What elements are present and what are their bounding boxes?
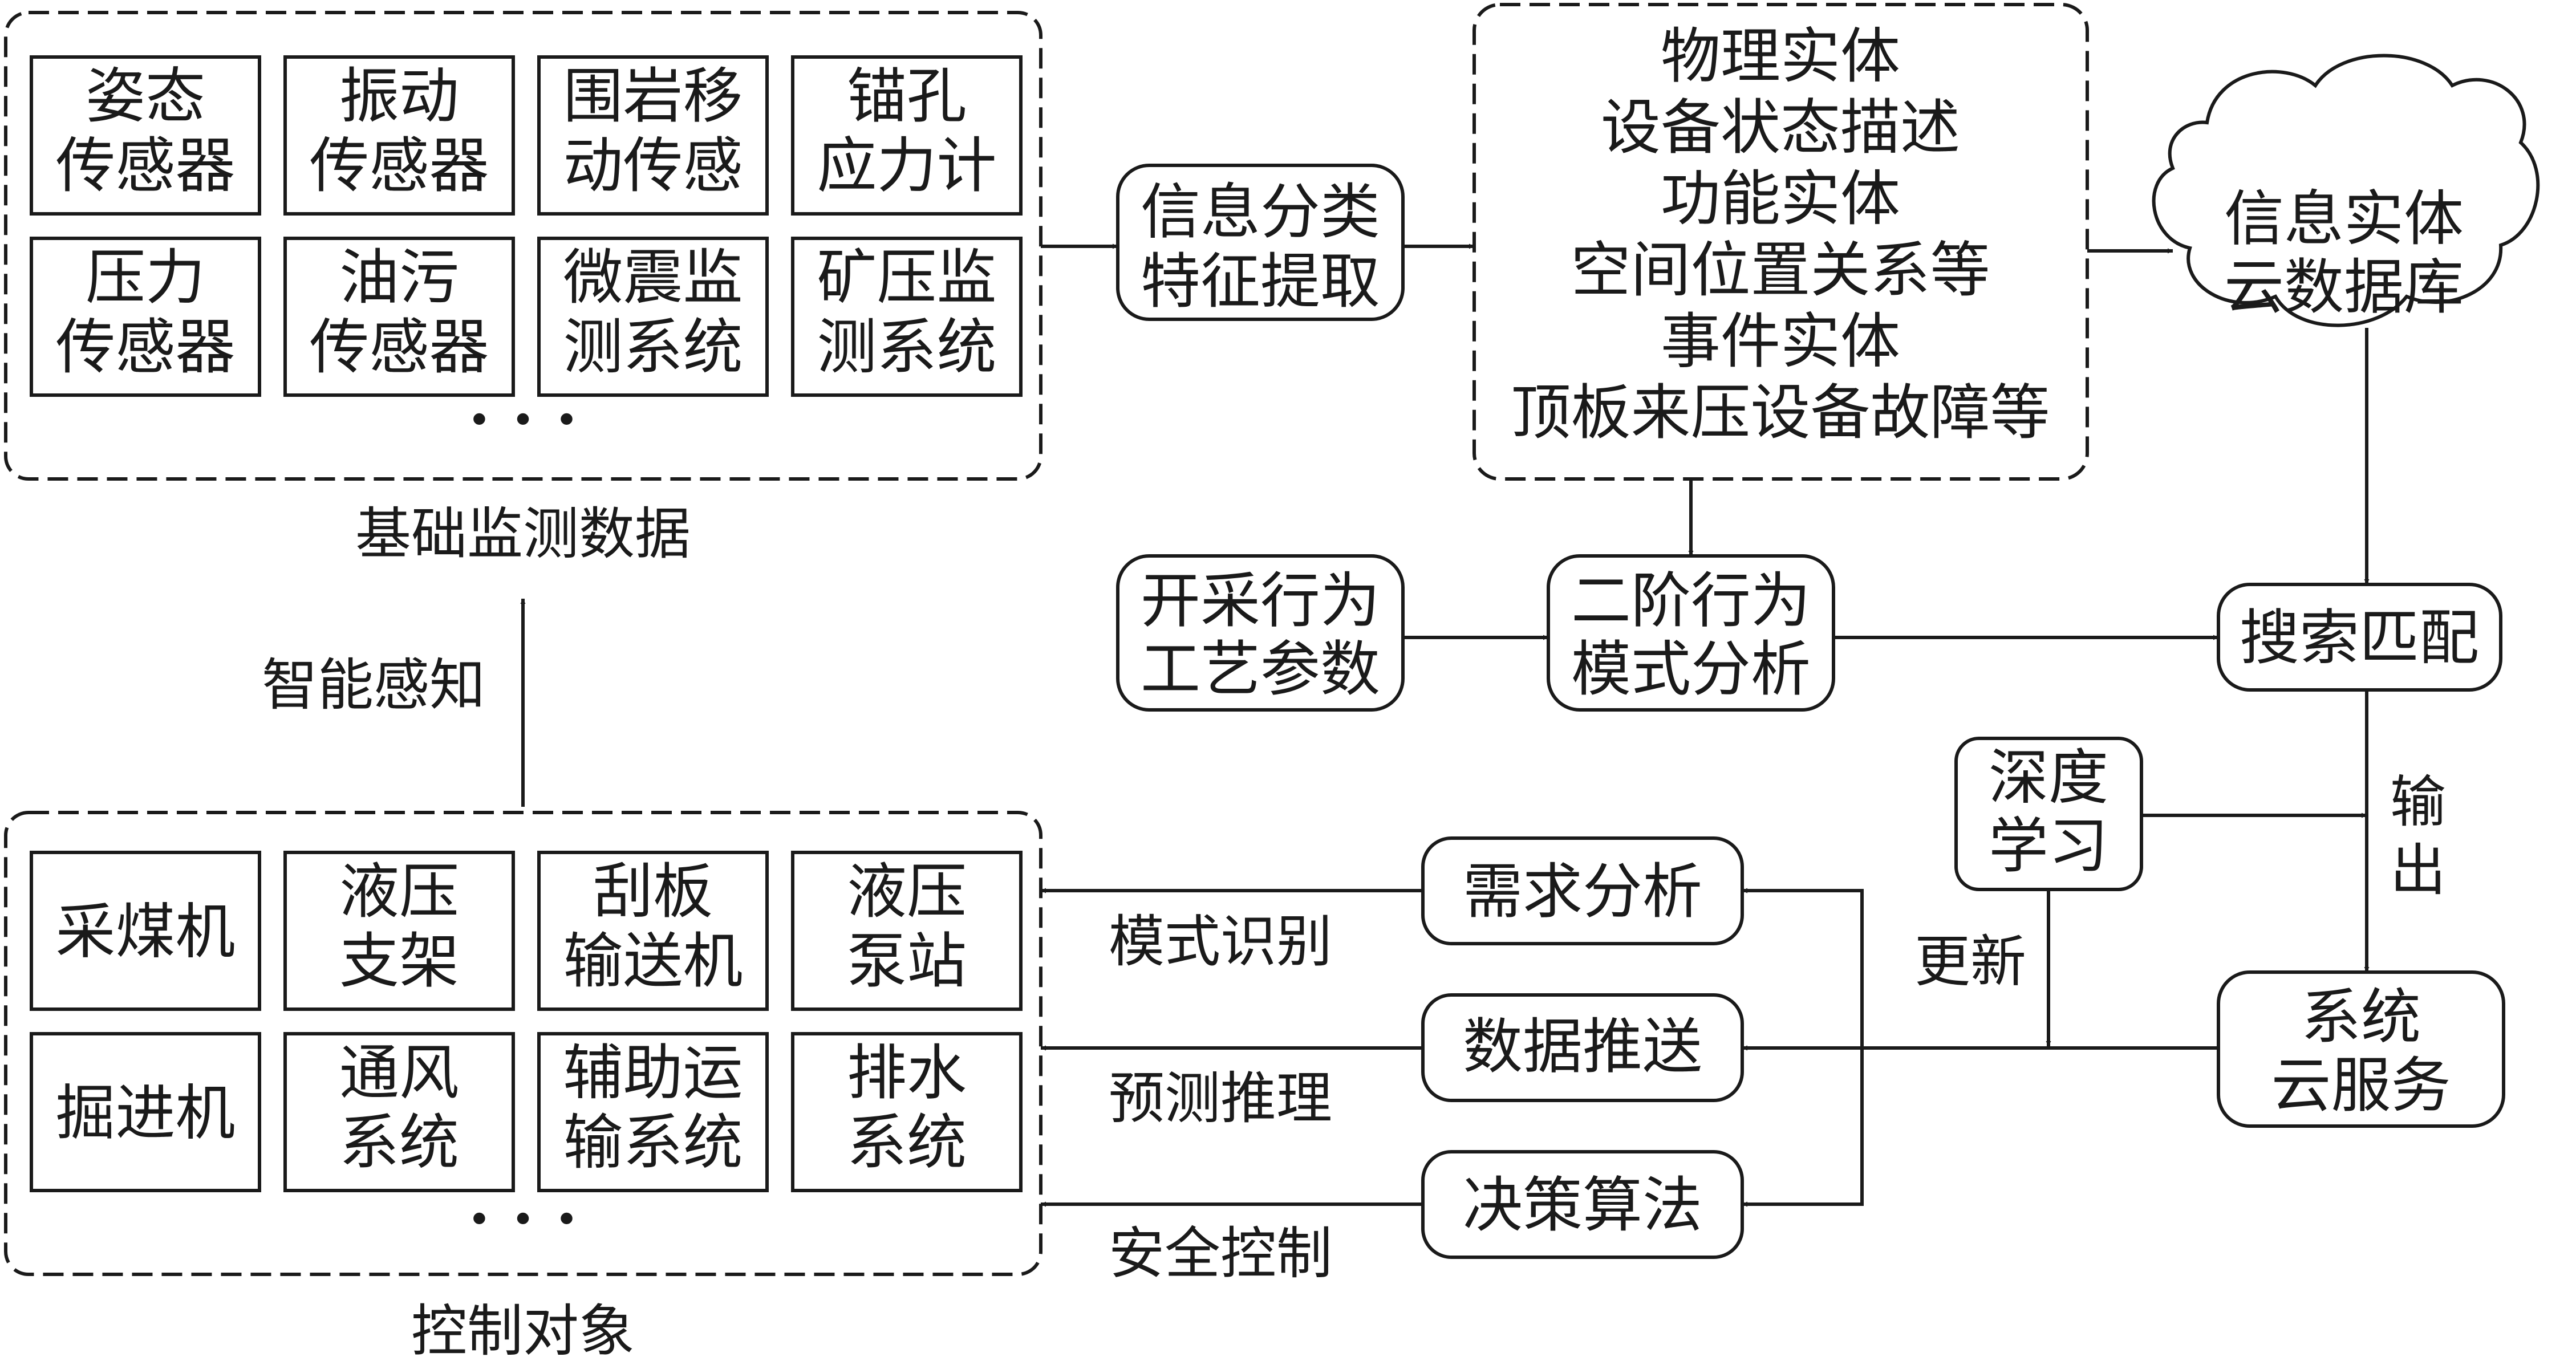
entity-item: 功能实体 xyxy=(1661,164,1900,234)
output-label-2: 出 xyxy=(2390,838,2446,903)
control-object-box xyxy=(537,851,769,1011)
control-object-label: 刮板 xyxy=(593,857,713,927)
control-object-label: 通风 xyxy=(339,1038,459,1108)
control-object-box xyxy=(30,851,261,1011)
control-object-label: 排水 xyxy=(847,1038,967,1108)
mining-params-line-1: 开采行为 xyxy=(1141,566,1380,636)
entity-item: 事件实体 xyxy=(1661,307,1900,376)
safety-label: 安全控制 xyxy=(1109,1221,1332,1286)
output-label-1: 输 xyxy=(2390,770,2446,835)
demand-label: 需求分析 xyxy=(1463,857,1702,927)
classify-box xyxy=(1116,164,1405,321)
sensor-box xyxy=(537,237,769,397)
entity-item: 空间位置关系等 xyxy=(1571,235,1990,305)
sensor-box xyxy=(283,55,515,216)
deep-learning-line-2: 学习 xyxy=(1989,811,2108,881)
sensor-ellipsis: · · · xyxy=(468,382,577,456)
sensor-group: 姿态传感器振动传感器围岩移动传感锚孔应力计压力传感器油污传感器微震监测系统矿压监… xyxy=(4,11,1042,481)
control-object-box xyxy=(791,1032,1023,1192)
control-group-border xyxy=(4,811,1042,1276)
control-object-label: 输送机 xyxy=(563,927,743,996)
push-label: 数据推送 xyxy=(1463,1012,1702,1082)
entity-box xyxy=(1472,3,2089,481)
control-object-label: 液压 xyxy=(339,857,459,927)
sensor-label: 应力计 xyxy=(817,131,996,201)
sensor-label: 传感器 xyxy=(55,131,235,201)
entity-item: 物理实体 xyxy=(1661,22,1900,91)
control-object-label: 输系统 xyxy=(563,1108,743,1177)
update-label: 更新 xyxy=(1914,929,2026,994)
branch-bus-lower xyxy=(1742,1048,1864,1207)
perception-label: 智能感知 xyxy=(262,653,485,718)
sensor-label: 微震监 xyxy=(563,243,743,312)
sensor-box xyxy=(791,55,1023,216)
second-order-line-2: 模式分析 xyxy=(1571,635,1811,704)
sensor-label: 围岩移 xyxy=(563,62,743,131)
second-order-line-1: 二阶行为 xyxy=(1571,566,1811,636)
control-object-label: 掘进机 xyxy=(55,1079,235,1148)
control-group-caption: 控制对象 xyxy=(411,1299,635,1364)
classify-line-2: 特征提取 xyxy=(1141,247,1380,316)
mining-params-box xyxy=(1116,554,1405,712)
control-object-box xyxy=(30,1032,261,1192)
control-ellipsis: · · · xyxy=(468,1181,577,1255)
control-object-box xyxy=(283,851,515,1011)
sensor-label: 压力 xyxy=(86,243,205,312)
sensor-label: 传感器 xyxy=(55,312,235,382)
sensor-box xyxy=(537,55,769,216)
sensor-label: 油污 xyxy=(339,243,459,312)
entity-item: 顶板来压设备故障等 xyxy=(1511,378,2050,448)
sensor-box xyxy=(30,55,261,216)
sensor-label: 传感器 xyxy=(309,312,489,382)
mining-params-line-2: 工艺参数 xyxy=(1141,635,1380,704)
sensor-label: 锚孔 xyxy=(847,62,967,131)
control-object-label: 泵站 xyxy=(847,927,967,996)
entity-item: 设备状态描述 xyxy=(1601,93,1960,162)
sensor-label: 矿压监 xyxy=(817,243,996,312)
sensor-box xyxy=(283,237,515,397)
sensor-label: 动传感 xyxy=(563,131,743,201)
deep-learning-line-1: 深度 xyxy=(1989,743,2108,812)
sensor-label: 姿态 xyxy=(86,62,205,131)
sensor-label: 传感器 xyxy=(309,131,489,201)
control-object-box xyxy=(537,1032,769,1192)
cloud-database-shape xyxy=(2152,54,2540,327)
pattern-label: 模式识别 xyxy=(1109,909,1332,974)
control-object-label: 系统 xyxy=(847,1108,967,1177)
sensor-label: 测系统 xyxy=(563,312,743,382)
sensor-label: 测系统 xyxy=(817,312,996,382)
branch-bus xyxy=(1742,888,1864,1048)
control-object-label: 支架 xyxy=(339,927,459,996)
cloud-service-line-2: 云服务 xyxy=(2271,1051,2451,1120)
control-object-label: 辅助运 xyxy=(563,1038,743,1108)
control-object-box xyxy=(283,1032,515,1192)
sensor-group-caption: 基础监测数据 xyxy=(355,502,691,567)
control-object-label: 系统 xyxy=(339,1108,459,1177)
predict-label: 预测推理 xyxy=(1109,1066,1332,1131)
cloud-service-line-1: 系统 xyxy=(2301,982,2421,1052)
sensor-box xyxy=(791,237,1023,397)
sensor-label: 振动 xyxy=(339,62,459,131)
classify-line-1: 信息分类 xyxy=(1141,177,1380,247)
cloud-db-line-2: 云数据库 xyxy=(2224,253,2464,322)
control-object-label: 液压 xyxy=(847,857,967,927)
control-object-box xyxy=(791,851,1023,1011)
search-match-label: 搜索匹配 xyxy=(2240,603,2479,673)
decision-label: 决策算法 xyxy=(1463,1171,1702,1240)
cloud-db-line-1: 信息实体 xyxy=(2224,184,2464,254)
sensor-box xyxy=(30,237,261,397)
control-object-label: 采煤机 xyxy=(55,897,235,967)
